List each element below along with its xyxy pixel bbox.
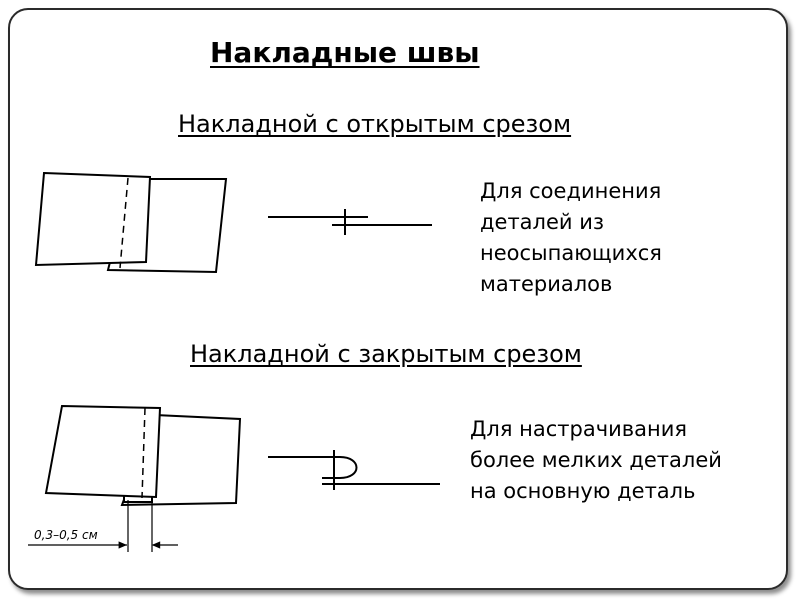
- symbol-folded-edge: [322, 456, 358, 479]
- description-line: неосыпающихся: [480, 241, 662, 265]
- closed-edge-seam-drawing: [28, 404, 242, 552]
- open-edge-seam-drawing: [34, 171, 228, 274]
- section-description-closed-edge: Для настрачивания более мелких деталей н…: [470, 414, 800, 507]
- description-line: Для настрачивания: [470, 417, 688, 441]
- section-heading-closed-edge: Накладной с закрытым срезом: [190, 340, 582, 368]
- stitch-line: [119, 177, 129, 269]
- fabric-piece-upper: [34, 171, 152, 267]
- fabric-piece-upper: [44, 404, 162, 499]
- section-heading-open-edge: Накладной с открытым срезом: [178, 110, 572, 138]
- open-edge-seam-symbol: [268, 209, 432, 235]
- description-line: деталей из: [480, 210, 605, 234]
- dimension-label: 0,3–0,5 см: [34, 528, 98, 542]
- description-line: более мелких деталей: [470, 448, 722, 472]
- section-description-open-edge: Для соединения деталей из неосыпающихся …: [480, 176, 780, 300]
- description-line: на основную деталь: [470, 479, 696, 503]
- description-line: материалов: [480, 272, 613, 296]
- stitch-line: [141, 407, 146, 499]
- closed-edge-seam-symbol: [268, 450, 440, 490]
- page-title: Накладные швы: [210, 36, 480, 69]
- description-line: Для соединения: [480, 179, 662, 203]
